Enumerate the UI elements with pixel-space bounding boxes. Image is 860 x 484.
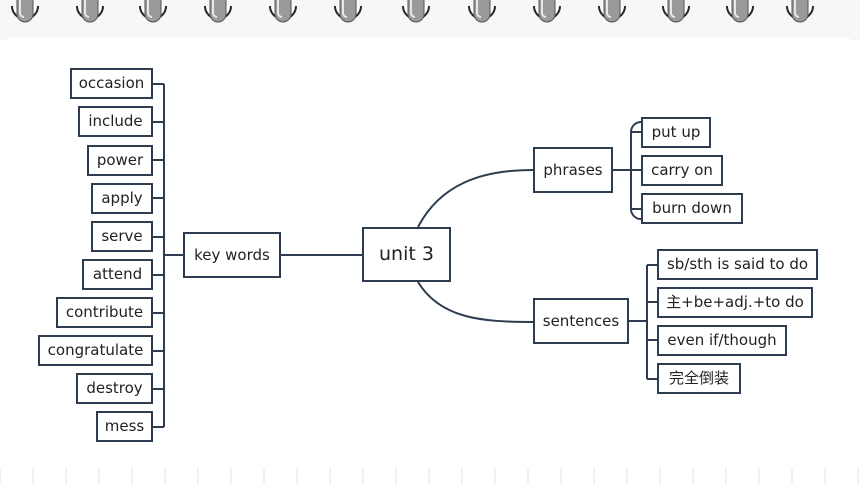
keyword-label: apply	[101, 189, 143, 207]
keyword-label: congratulate	[47, 341, 144, 359]
binding-ring-icon	[726, 0, 754, 23]
branch-label-sentences: sentences	[542, 311, 620, 330]
sentence-node: 主+be+adj.+to do	[657, 287, 813, 318]
binding-ring-icon	[786, 0, 814, 23]
keyword-label: attend	[92, 265, 143, 283]
binding-ring-icon	[139, 0, 167, 23]
binding-ring-icon	[204, 0, 232, 23]
keyword-node: congratulate	[38, 335, 153, 366]
paper-grid-strip	[0, 468, 859, 484]
binding-ring-icon	[269, 0, 297, 23]
keyword-node: include	[78, 106, 153, 137]
keyword-label: mess	[104, 417, 145, 435]
keyword-node: power	[87, 145, 153, 176]
binding-ring-icon	[76, 0, 104, 23]
keyword-label: destroy	[86, 379, 143, 397]
root-node-label: unit 3	[379, 243, 434, 265]
sentence-label: sb/sth is said to do	[666, 255, 809, 273]
keyword-node: apply	[91, 183, 153, 214]
keyword-node: mess	[96, 411, 153, 442]
sentence-node: sb/sth is said to do	[657, 249, 818, 280]
sentence-label: 主+be+adj.+to do	[666, 293, 804, 311]
keyword-node: attend	[82, 259, 153, 290]
branch-label-phrases: phrases	[543, 160, 603, 179]
sentence-node: even if/though	[657, 325, 787, 356]
keyword-node: occasion	[70, 68, 153, 99]
keyword-node: serve	[91, 221, 153, 252]
phrase-node: carry on	[641, 155, 723, 186]
binding-ring-icon	[662, 0, 690, 23]
phrase-label: carry on	[651, 161, 713, 179]
keyword-node: destroy	[76, 373, 153, 404]
sentence-label: even if/though	[667, 331, 777, 349]
branch-node-phrases: phrases	[533, 147, 613, 193]
phrase-node: burn down	[641, 193, 743, 224]
binding-ring-icon	[533, 0, 561, 23]
keyword-label: contribute	[65, 303, 144, 321]
branch-node-sentences: sentences	[533, 298, 629, 344]
branch-node-key-words: key words	[183, 232, 281, 278]
keyword-label: include	[88, 112, 143, 130]
phrase-label: burn down	[652, 199, 732, 217]
connector-root-phrases	[417, 169, 534, 228]
connector-root-sentences	[417, 281, 534, 323]
root-node-unit-3: unit 3	[362, 227, 451, 282]
keyword-label: power	[96, 151, 144, 169]
binding-ring-icon	[598, 0, 626, 23]
phrase-node: put up	[641, 117, 711, 148]
sentence-label: 完全倒装	[668, 369, 729, 387]
phrase-label: put up	[651, 123, 701, 141]
notebook-binding	[0, 0, 860, 40]
keyword-label: occasion	[78, 74, 145, 92]
binding-ring-icon	[402, 0, 430, 23]
binding-ring-icon	[11, 0, 39, 23]
branch-label-key-words: key words	[194, 245, 270, 264]
keyword-label: serve	[101, 227, 143, 245]
sentence-node: 完全倒装	[657, 363, 741, 394]
binding-ring-icon	[468, 0, 496, 23]
keyword-node: contribute	[56, 297, 153, 328]
binding-ring-icon	[334, 0, 362, 23]
